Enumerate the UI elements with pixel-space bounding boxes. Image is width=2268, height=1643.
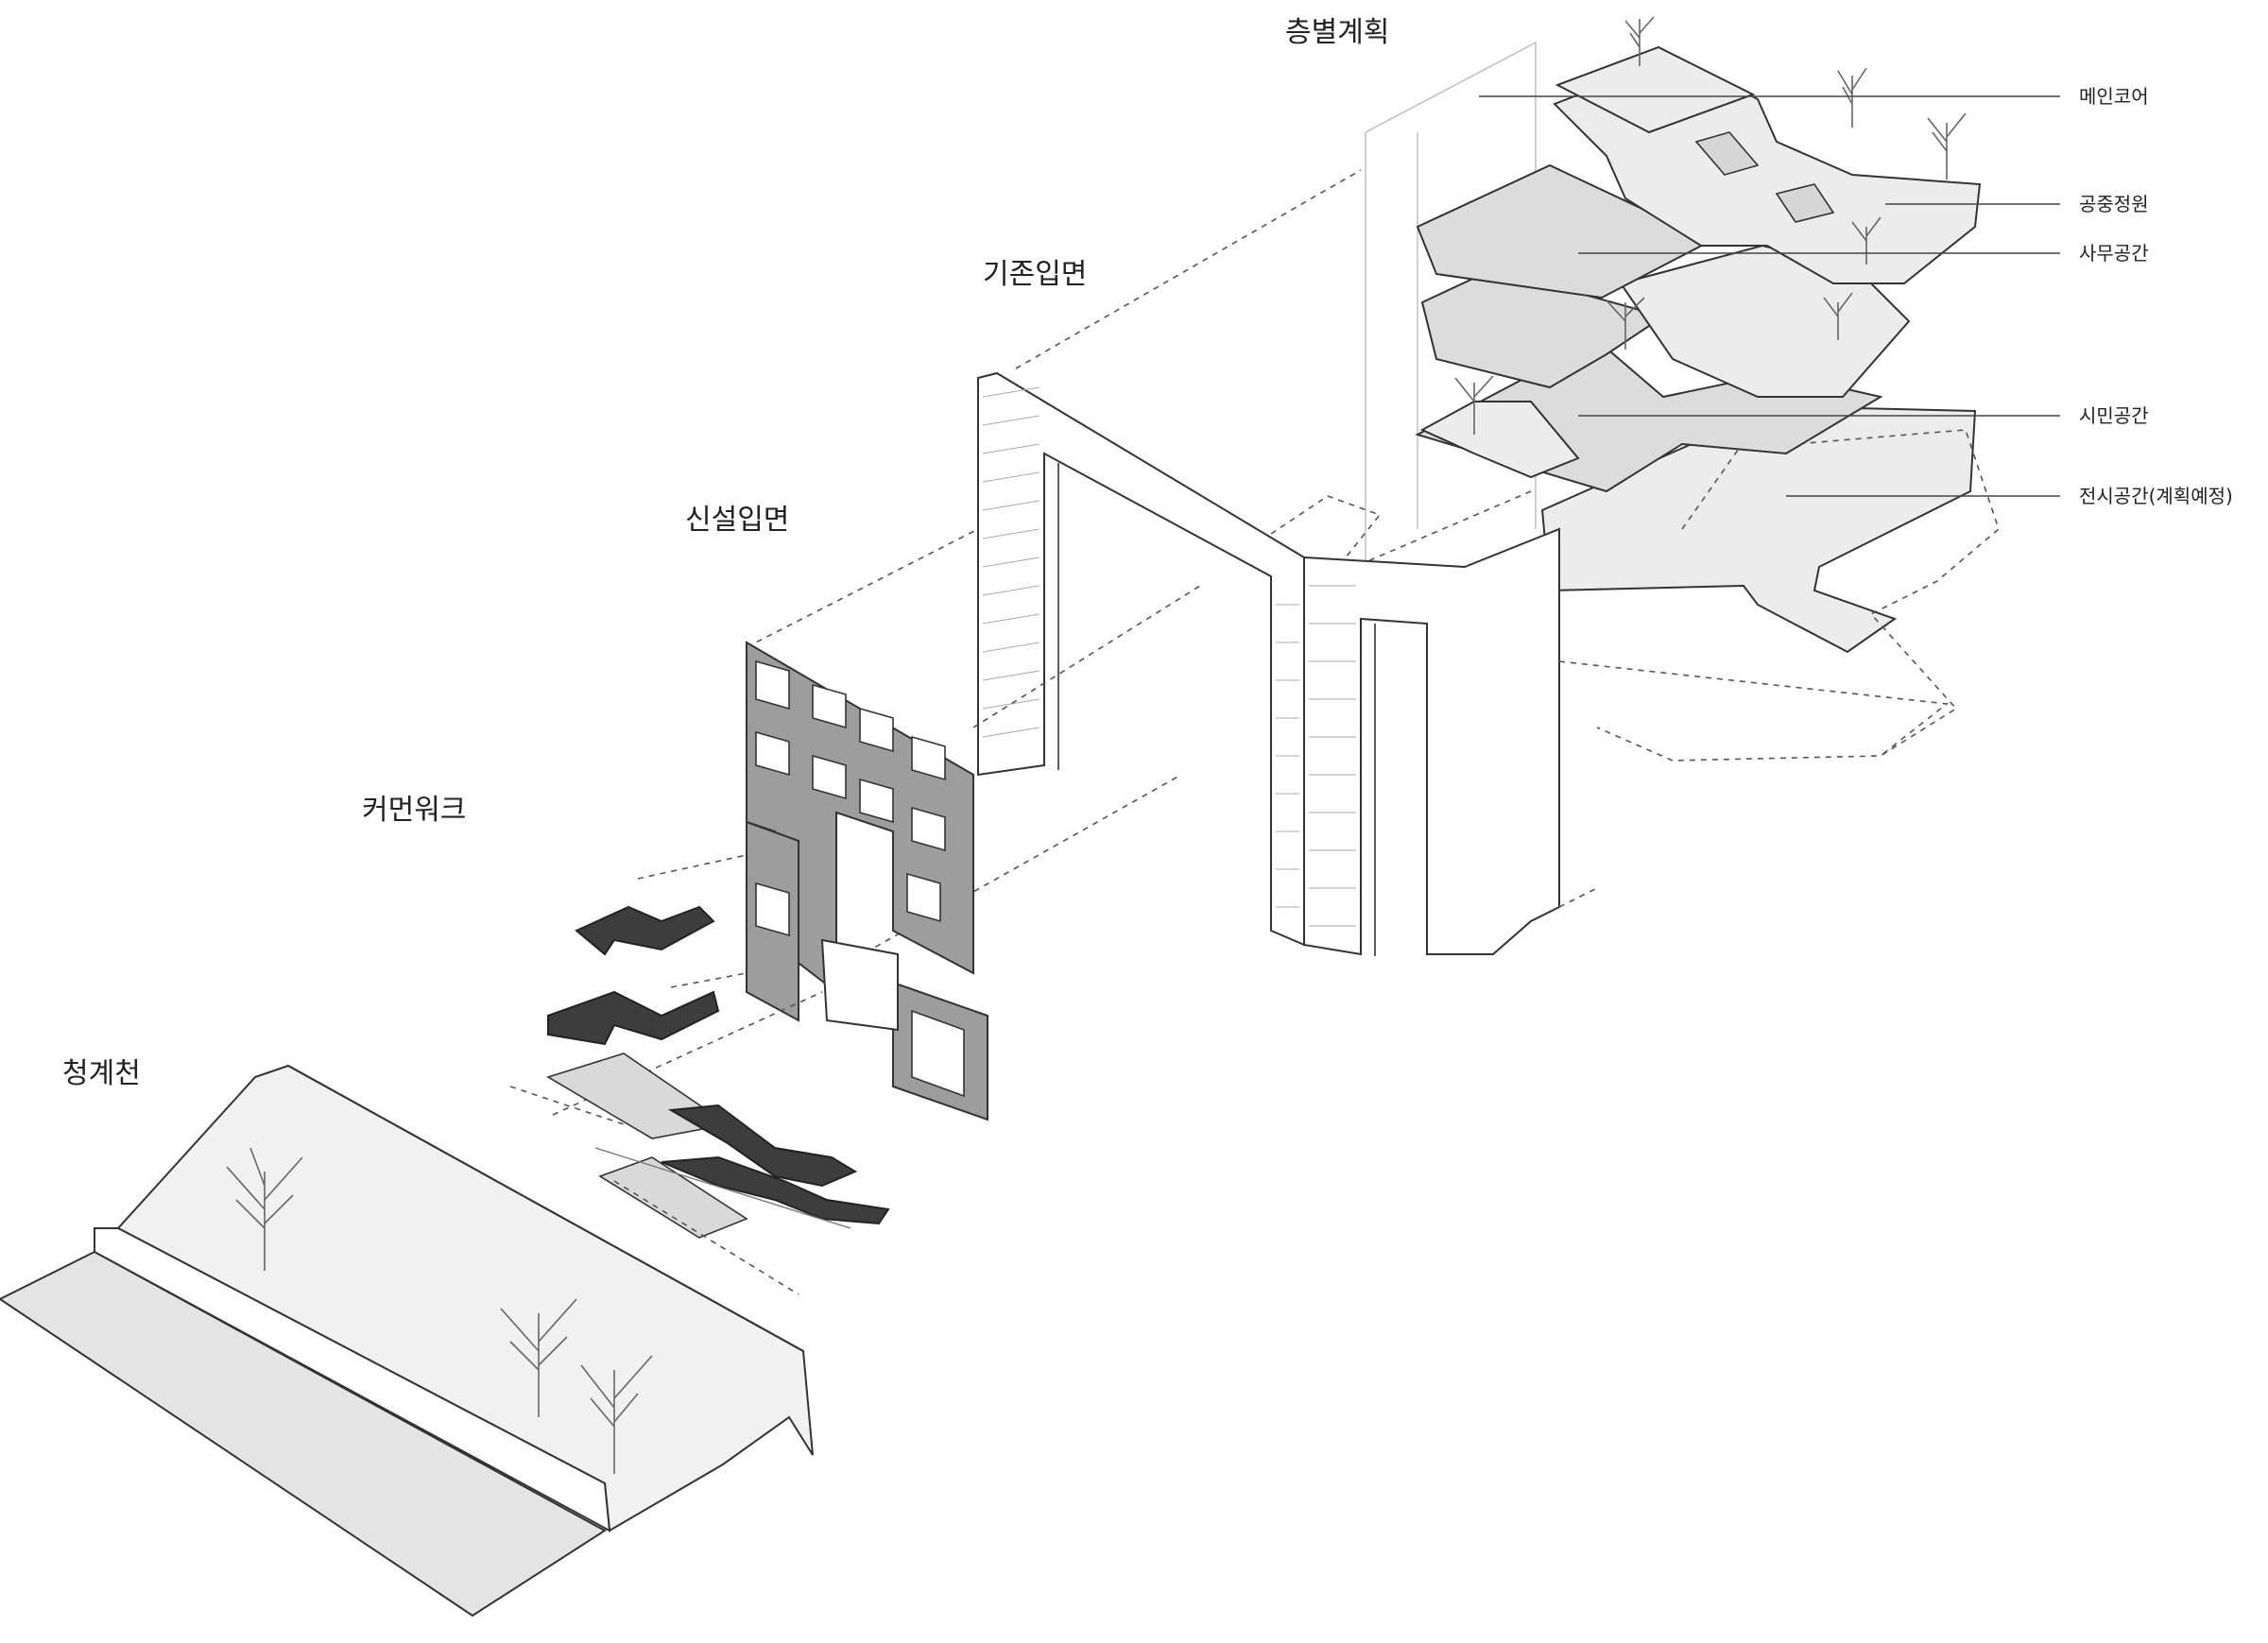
- existing-facade-projection: [1015, 169, 1532, 563]
- slab-office-upper: [1416, 163, 1713, 300]
- common-work-stairs: [509, 854, 890, 1295]
- stream-water: [0, 1250, 607, 1617]
- new-facade-box-opening: [911, 1009, 965, 1098]
- stairs-landing-lower: [598, 1156, 748, 1239]
- stream-trees: [226, 1147, 653, 1474]
- stair-flight-top: [575, 905, 715, 956]
- layer-label-main-core: 메인코어: [2079, 85, 2149, 108]
- diagram-title: 층별계획: [1285, 16, 1389, 49]
- existing-arch-jambs: [1043, 454, 1428, 956]
- circulation-path: [509, 1086, 799, 1295]
- slab-core: [1555, 45, 1756, 134]
- garden-openings: [1694, 131, 1835, 223]
- stair-flight-lower: [667, 1104, 858, 1188]
- section-label-stream: 청계천: [62, 1057, 141, 1090]
- section-label-new-facade: 신설입면: [685, 504, 789, 537]
- stream-terrace: [0, 1064, 814, 1617]
- floor-plan-layers: [1270, 16, 2000, 762]
- layer-label-exhibition: 전시공간(계획예정): [2079, 485, 2233, 507]
- new-facade-windows: [755, 659, 946, 937]
- stair-flight-bottom: [661, 1155, 890, 1225]
- exhibition-dashed-outline: [1270, 429, 2000, 762]
- new-facade: [746, 528, 1201, 1121]
- layer-label-office: 사무공간: [2079, 242, 2149, 265]
- layer-label-citizen: 시민공간: [2079, 404, 2149, 427]
- layer-leaders: [1479, 95, 2060, 497]
- existing-facade-footprint: [1558, 660, 1950, 908]
- stream-bank-edge: [287, 1065, 804, 1352]
- section-label-existing-facade: 기존입면: [983, 258, 1087, 291]
- existing-facade-hatching: [982, 386, 1356, 927]
- existing-arch-left: [977, 371, 1305, 947]
- stairs-ground-line: [594, 1147, 851, 1229]
- existing-facade: [977, 169, 1950, 956]
- new-facade-projection: [746, 528, 1201, 965]
- new-facade-entrance: [820, 938, 899, 1032]
- slab-exhibition: [1540, 404, 1977, 654]
- section-label-common-work: 커먼워크: [362, 794, 466, 827]
- existing-arch-right: [1303, 527, 1560, 956]
- stair-flight-middle: [547, 990, 720, 1046]
- stream-walkway: [94, 1227, 611, 1532]
- slab-trees: [1454, 16, 1967, 435]
- layer-label-sky-garden: 공중정원: [2079, 193, 2149, 215]
